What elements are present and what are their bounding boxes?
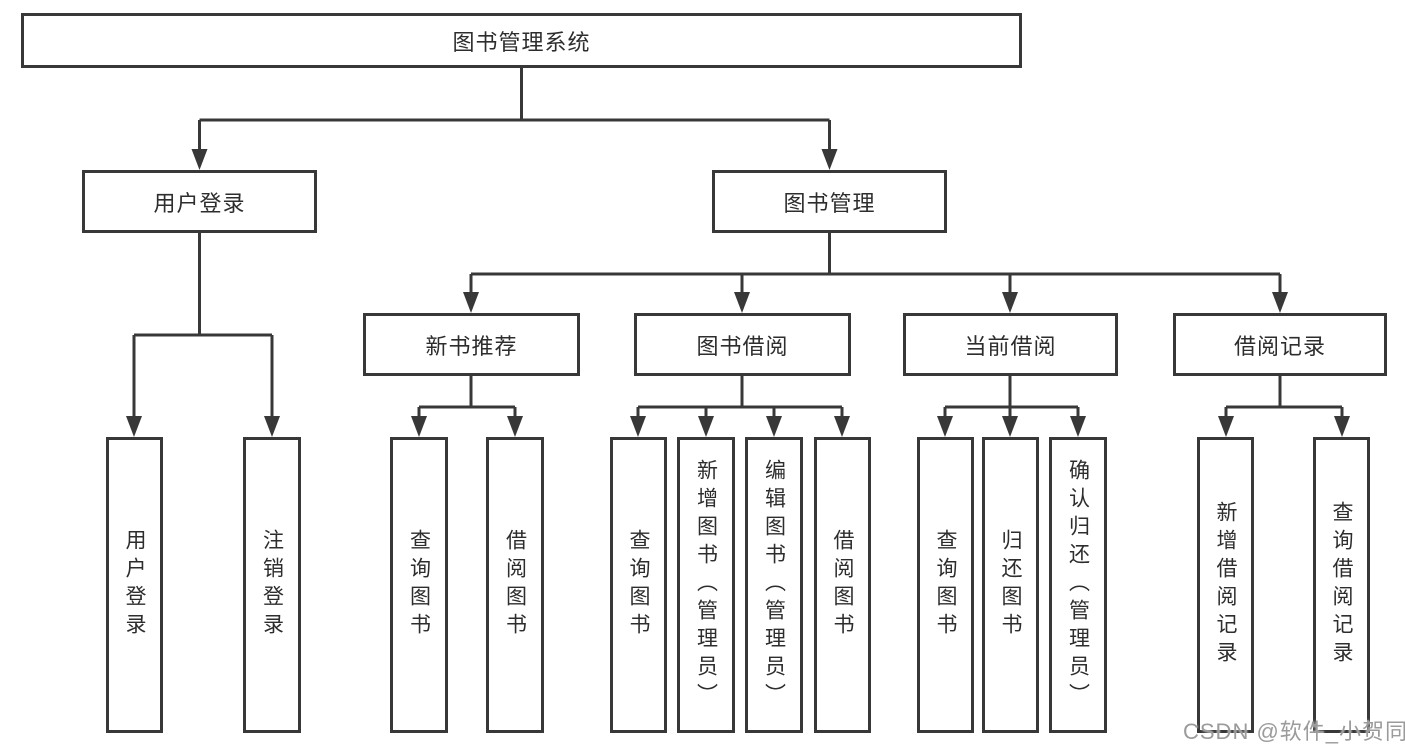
node-book-management: 图书管理 [712, 170, 947, 233]
leaf-confirm-return-admin: 确认归还（管理员） [1049, 437, 1107, 733]
leaf-label: 确认归还（管理员） [1066, 459, 1090, 711]
node-label: 图书管理 [783, 190, 876, 216]
leaf-edit-books-admin: 编辑图书（管理员） [745, 437, 803, 733]
node-label: 借阅记录 [1233, 333, 1326, 359]
node-label: 图书管理系统 [452, 29, 591, 55]
leaf-label: 查询借阅记录 [1330, 501, 1353, 669]
node-current-borrow: 当前借阅 [903, 313, 1118, 376]
leaf-label: 用户登录 [123, 529, 146, 641]
leaf-label: 新增借阅记录 [1214, 501, 1237, 669]
node-new-book-recommend: 新书推荐 [363, 313, 580, 376]
leaf-borrow-books: 借阅图书 [814, 437, 871, 733]
csdn-watermark: CSDN @软件_小贺同学 [1183, 719, 1405, 744]
leaf-query-borrow-record: 查询借阅记录 [1313, 437, 1370, 733]
node-user-login: 用户登录 [82, 170, 317, 233]
leaf-query-books-newbooks: 查询图书 [390, 437, 448, 733]
leaf-label: 编辑图书（管理员） [762, 459, 786, 711]
leaf-query-books-current: 查询图书 [917, 437, 974, 733]
leaf-label: 查询图书 [407, 529, 431, 641]
leaf-add-books-admin: 新增图书（管理员） [677, 437, 735, 733]
leaf-label: 归还图书 [999, 529, 1022, 641]
node-label: 当前借阅 [964, 333, 1057, 359]
node-label: 用户登录 [153, 190, 246, 216]
leaf-label: 查询图书 [627, 529, 650, 641]
node-label: 图书借阅 [696, 333, 789, 359]
node-label: 新书推荐 [425, 333, 518, 359]
node-borrow-records: 借阅记录 [1173, 313, 1387, 376]
leaf-logout: 注销登录 [243, 437, 301, 733]
leaf-return-books: 归还图书 [982, 437, 1039, 733]
leaf-label: 借阅图书 [831, 529, 854, 641]
leaf-user-login: 用户登录 [106, 437, 163, 733]
leaf-borrow-books-newbooks: 借阅图书 [486, 437, 544, 733]
leaf-query-books-borrow: 查询图书 [610, 437, 667, 733]
leaf-add-borrow-record: 新增借阅记录 [1197, 437, 1254, 733]
arrowheads [126, 149, 1350, 437]
leaf-label: 新增图书（管理员） [694, 459, 718, 711]
leaf-label: 借阅图书 [503, 529, 527, 641]
node-book-borrow: 图书借阅 [634, 313, 851, 376]
leaf-label: 查询图书 [934, 529, 957, 641]
leaf-label: 注销登录 [260, 529, 284, 641]
node-library-system: 图书管理系统 [21, 13, 1022, 68]
